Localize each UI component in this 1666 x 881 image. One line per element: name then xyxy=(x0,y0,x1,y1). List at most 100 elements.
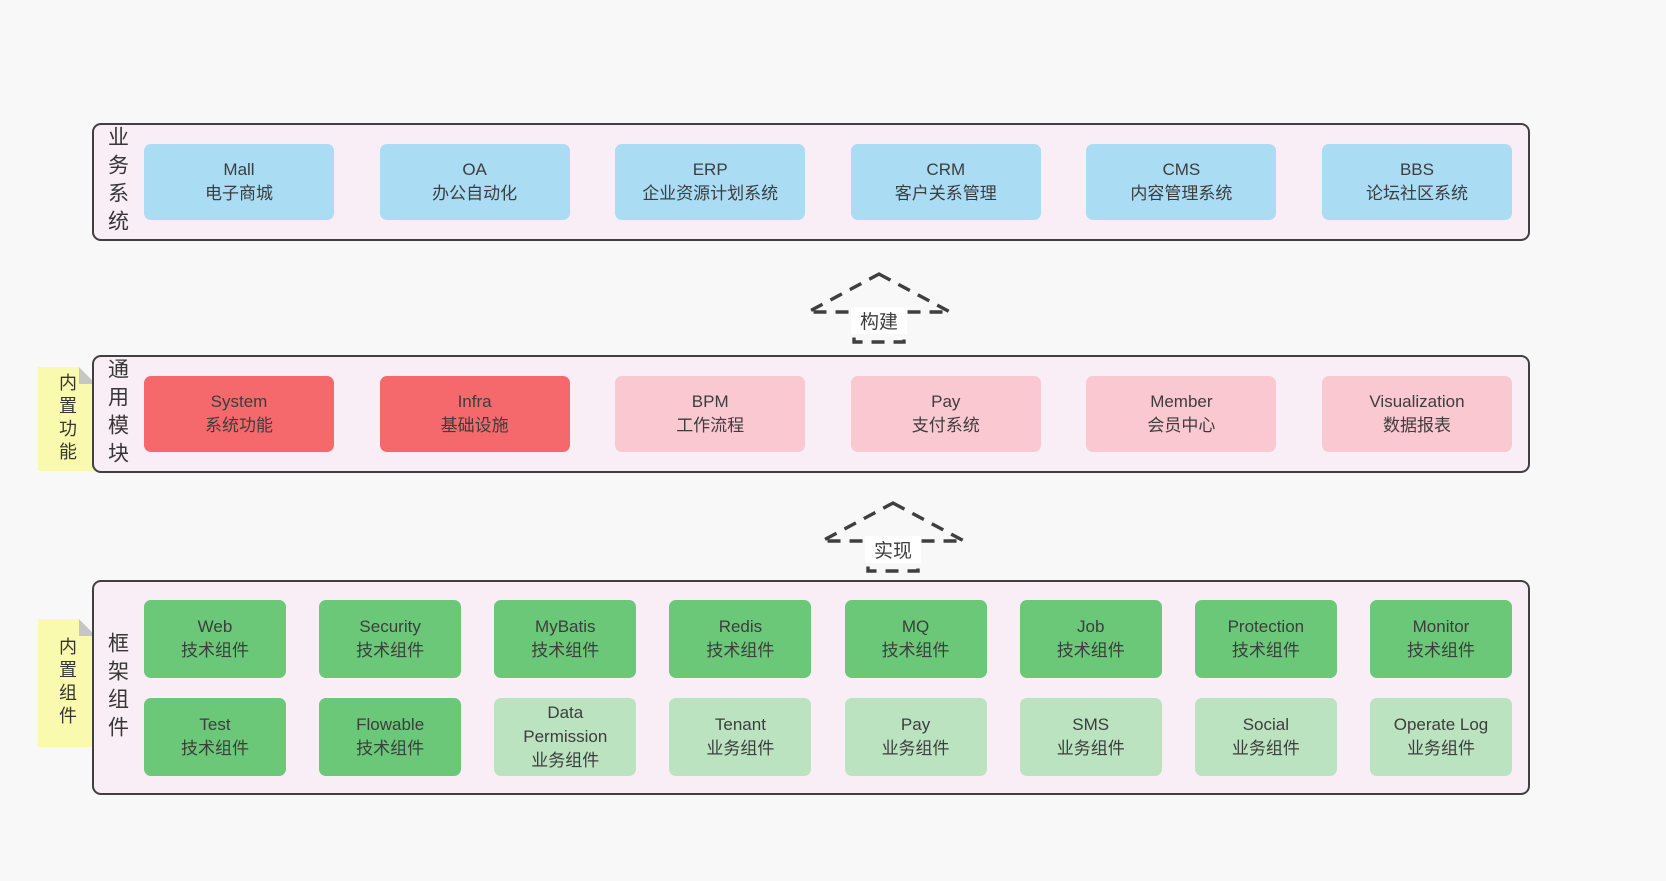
box-subtitle: 技术组件 xyxy=(1056,640,1125,660)
box-job: Job 技术组件 xyxy=(1019,599,1162,678)
box-subtitle: 基础设施 xyxy=(440,416,509,435)
arrow-label-bg xyxy=(851,307,907,334)
box-subtitle: 工作流程 xyxy=(676,416,745,435)
box-subtitle: 业务组件 xyxy=(881,738,950,758)
box-title: Test xyxy=(199,714,231,734)
box-title: Infra xyxy=(457,392,492,411)
box-title: Monitor xyxy=(1412,616,1470,636)
box-title: Security xyxy=(359,616,421,636)
band-rows: System 系统功能 Infra 基础设施 BPM 工作流程 Pay 支付系统… xyxy=(140,357,1528,471)
sticky-note-builtin-components: 内置组件 xyxy=(38,619,96,747)
box-title: CMS xyxy=(1162,160,1201,179)
box-oa: OA 办公自动化 xyxy=(379,144,570,220)
box-title: ERP xyxy=(692,160,728,179)
box-pay-component: Pay 业务组件 xyxy=(844,697,987,776)
box-title: Data Permission xyxy=(523,702,608,746)
box-data-permission: Data Permission 业务组件 xyxy=(494,697,637,776)
band-common-modules: 通用模块 System 系统功能 Infra 基础设施 BPM 工作流程 Pay xyxy=(92,355,1530,473)
arrow-build-icon: 构建 xyxy=(807,272,951,344)
box-subtitle: 内容管理系统 xyxy=(1130,184,1233,203)
band-label-text: 框架组件 xyxy=(105,631,129,744)
arrow-label-bg xyxy=(865,536,921,563)
box-sms: SMS 业务组件 xyxy=(1019,697,1162,776)
box-subtitle: 业务组件 xyxy=(1231,738,1300,758)
band-label-text: 通用模块 xyxy=(105,358,129,470)
band-business-systems: 业务系统 Mall 电子商城 OA 办公自动化 ERP 企业资源计划系统 CRM xyxy=(92,123,1530,241)
box-title: OA xyxy=(462,160,487,179)
box-protection: Protection 技术组件 xyxy=(1194,599,1337,678)
box-member: Member 会员中心 xyxy=(1086,376,1277,452)
band-rows: Mall 电子商城 OA 办公自动化 ERP 企业资源计划系统 CRM 客户关系… xyxy=(140,125,1528,239)
band-label: 业务系统 xyxy=(94,125,140,239)
box-title: Pay xyxy=(931,392,961,411)
band-framework-components: 框架组件 Web 技术组件 Security 技术组件 MyBatis 技术组件… xyxy=(92,580,1530,795)
box-title: SMS xyxy=(1072,714,1110,734)
box-title: Member xyxy=(1150,392,1213,411)
box-title: Web xyxy=(197,616,233,636)
arrow-label: 构建 xyxy=(860,311,898,333)
box-visualization: Visualization 数据报表 xyxy=(1321,376,1512,452)
box-title: Job xyxy=(1076,616,1105,636)
box-title: Redis xyxy=(718,616,763,636)
box-infra: Infra 基础设施 xyxy=(379,376,570,452)
sticky-label: 内置功能 xyxy=(57,373,77,465)
box-subtitle: 技术组件 xyxy=(356,640,425,660)
box-title: Visualization xyxy=(1369,392,1465,411)
box-flowable: Flowable 技术组件 xyxy=(319,697,462,776)
box-tenant: Tenant 业务组件 xyxy=(669,697,812,776)
box-subtitle: 业务组件 xyxy=(1056,738,1125,758)
band-label: 通用模块 xyxy=(94,357,140,471)
box-subtitle: 客户关系管理 xyxy=(894,184,997,203)
box-crm: CRM 客户关系管理 xyxy=(850,144,1041,220)
box-title: MQ xyxy=(901,616,930,636)
box-title: MyBatis xyxy=(535,616,596,636)
box-bpm: BPM 工作流程 xyxy=(615,376,806,452)
box-mybatis: MyBatis 技术组件 xyxy=(494,599,637,678)
box-subtitle: 支付系统 xyxy=(911,416,980,435)
box-erp: ERP 企业资源计划系统 xyxy=(615,144,806,220)
band-label-text: 业务系统 xyxy=(105,126,129,238)
band-row: Mall 电子商城 OA 办公自动化 ERP 企业资源计划系统 CRM 客户关系… xyxy=(144,144,1512,220)
box-subtitle: 会员中心 xyxy=(1147,416,1216,435)
band-row: System 系统功能 Infra 基础设施 BPM 工作流程 Pay 支付系统… xyxy=(144,376,1512,452)
box-title: CRM xyxy=(926,160,966,179)
box-operate-log: Operate Log 业务组件 xyxy=(1369,697,1512,776)
box-title: Social xyxy=(1242,714,1289,734)
arrow-label: 实现 xyxy=(874,540,912,562)
box-title: System xyxy=(210,392,268,411)
box-title: BBS xyxy=(1399,160,1434,179)
sticky-note-builtin-features: 内置功能 xyxy=(38,367,96,471)
box-title: Tenant xyxy=(714,714,766,734)
box-bbs: BBS 论坛社区系统 xyxy=(1321,144,1512,220)
box-subtitle: 电子商城 xyxy=(205,184,273,203)
box-title: Operate Log xyxy=(1393,714,1489,734)
box-subtitle: 办公自动化 xyxy=(432,184,518,203)
box-subtitle: 业务组件 xyxy=(706,738,775,758)
box-test: Test 技术组件 xyxy=(144,697,286,776)
box-subtitle: 数据报表 xyxy=(1382,416,1451,435)
box-subtitle: 技术组件 xyxy=(706,640,775,660)
box-web: Web 技术组件 xyxy=(144,599,286,678)
box-mq: MQ 技术组件 xyxy=(844,599,987,678)
box-subtitle: 技术组件 xyxy=(531,640,600,660)
box-mall: Mall 电子商城 xyxy=(144,144,334,220)
box-subtitle: 技术组件 xyxy=(881,640,950,660)
box-subtitle: 技术组件 xyxy=(181,738,249,758)
box-title: Mall xyxy=(223,160,255,179)
box-redis: Redis 技术组件 xyxy=(669,599,812,678)
box-cms: CMS 内容管理系统 xyxy=(1086,144,1277,220)
box-social: Social 业务组件 xyxy=(1194,697,1337,776)
box-monitor: Monitor 技术组件 xyxy=(1369,599,1512,678)
box-title: Pay xyxy=(900,714,931,734)
band-rows: Web 技术组件 Security 技术组件 MyBatis 技术组件 Redi… xyxy=(140,582,1528,793)
box-subtitle: 技术组件 xyxy=(1406,640,1475,660)
band-label: 框架组件 xyxy=(94,582,140,793)
band-row: Web 技术组件 Security 技术组件 MyBatis 技术组件 Redi… xyxy=(144,599,1512,678)
box-title: BPM xyxy=(691,392,729,411)
box-subtitle: 技术组件 xyxy=(356,738,425,758)
box-subtitle: 技术组件 xyxy=(181,640,249,660)
arrow-implement-icon: 实现 xyxy=(821,501,965,573)
box-title: Flowable xyxy=(356,714,425,734)
box-subtitle: 业务组件 xyxy=(531,750,600,770)
